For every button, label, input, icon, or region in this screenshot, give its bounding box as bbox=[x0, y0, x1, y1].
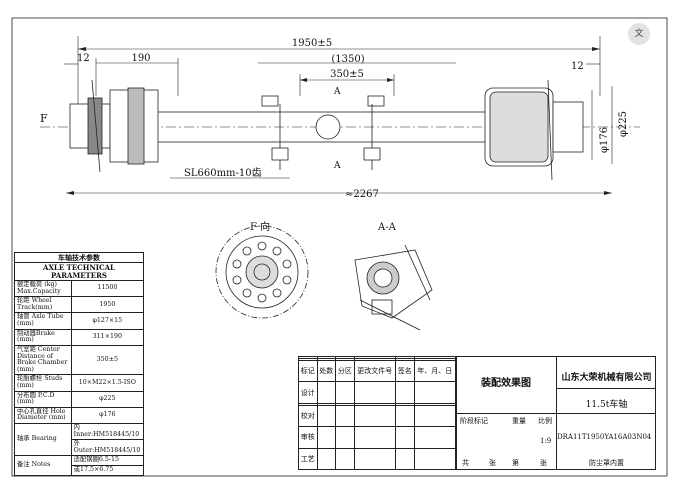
spec-value: φ176 bbox=[70, 406, 145, 425]
spec-title-cn: 车轴技术参数 bbox=[14, 251, 144, 264]
spec-row: 气室距 Center Distance of Brake Chamber (mm… bbox=[14, 344, 145, 376]
rev-header: 更改文件号 bbox=[353, 359, 397, 383]
dimension-labels: 1950±5 190 12 (1350) 350±5 12 SL660mm-10… bbox=[40, 38, 629, 233]
spec-row: 轮胎螺栓 Studs (mm)10×M22×1.5-ISO bbox=[14, 374, 145, 392]
spec-label: 轮距 Wheel Track(mm) bbox=[14, 296, 72, 314]
drawing-border bbox=[11, 17, 668, 477]
product-name: 11.5t车轴 bbox=[585, 400, 628, 410]
rev-header: 分区 bbox=[335, 359, 355, 383]
translate-icon[interactable]: 文 bbox=[628, 23, 650, 45]
sheet-word: 张 bbox=[540, 459, 547, 467]
scale-value: 1:9 bbox=[540, 437, 552, 445]
page-word: 第 bbox=[512, 459, 519, 467]
aa-section bbox=[354, 244, 433, 331]
spec-value: 311×190 bbox=[70, 328, 145, 346]
sheets-unit: 张 bbox=[489, 459, 496, 467]
dim-left-edge: 12 bbox=[77, 53, 90, 64]
spec-value: 10×M22×1.5-ISO bbox=[70, 374, 145, 392]
dim-dia-176: φ176 bbox=[599, 127, 610, 153]
bearing-outer: 外 Outer:HM518445/10 bbox=[70, 439, 145, 457]
divider-horizontal bbox=[456, 413, 656, 414]
side-label: 工艺 bbox=[298, 447, 318, 470]
sheets-total: 共 bbox=[462, 459, 469, 467]
company-name: 山东大荣机械有限公司 bbox=[561, 373, 652, 383]
bearing-inner: 内 Inner:HM518445/10 bbox=[70, 422, 145, 441]
spec-value: 11500 bbox=[70, 280, 145, 298]
dimension-lines bbox=[64, 36, 613, 194]
spec-row: 中心孔直径 Hole Diameter (mm)φ176 bbox=[14, 406, 145, 425]
f-view bbox=[215, 225, 309, 319]
spec-value: φ127×15 bbox=[70, 312, 145, 330]
spec-label: 轴管 Axle Tube (mm) bbox=[14, 312, 72, 330]
dim-right-edge: 12 bbox=[571, 61, 584, 72]
dim-chamber-center: 350±5 bbox=[330, 69, 364, 80]
revision-grid: 标记 处数 分区 更改文件号 签名 年、月、日 设计 校对 审核 工艺 bbox=[298, 356, 457, 470]
bearing-label: 轴承 Bearing bbox=[14, 422, 72, 457]
spec-value: φ225 bbox=[70, 390, 145, 408]
dim-left-offset: 190 bbox=[131, 53, 150, 64]
dust-cover-note: 防尘罩内置 bbox=[589, 459, 624, 467]
label-aa-view: A-A bbox=[377, 222, 397, 233]
dimension-arrows bbox=[66, 47, 612, 195]
divider-company bbox=[556, 388, 656, 389]
spec-table: 车轴技术参数 AXLE TECHNICAL PARAMETERS 额定载荷 (k… bbox=[14, 251, 145, 476]
spec-label: 制动器Brake (mm) bbox=[14, 328, 72, 346]
axle-assembly bbox=[40, 79, 640, 181]
spec-label: 分布圆 P.C.D (mm) bbox=[14, 390, 72, 408]
notes-line-1: 适配钢圈6.5-15 bbox=[70, 455, 145, 467]
drawing-name: 装配效果图 bbox=[481, 378, 531, 389]
label-side-f: F bbox=[40, 112, 48, 125]
spec-row: 分布圆 P.C.D (mm)φ225 bbox=[14, 390, 145, 408]
rev-header: 处数 bbox=[316, 359, 337, 383]
spec-row: 轮距 Wheel Track(mm)1950 bbox=[14, 296, 145, 314]
stage-label: 阶段标记 bbox=[460, 417, 488, 425]
spec-value: 1950 bbox=[70, 296, 145, 314]
rev-header: 签名 bbox=[395, 359, 415, 383]
dim-dia-225: φ225 bbox=[618, 111, 629, 137]
spec-value: 350±5 bbox=[70, 344, 145, 376]
dim-overall-length: ≈2267 bbox=[345, 189, 379, 200]
side-label: 审核 bbox=[298, 426, 318, 449]
dim-inner-span: (1350) bbox=[331, 54, 364, 65]
spec-label: 轮胎螺栓 Studs (mm) bbox=[14, 374, 72, 392]
notes-line-2: 或17.5×6.75 bbox=[70, 465, 145, 476]
label-f-view: F 向 bbox=[250, 220, 270, 233]
spec-label: 气室距 Center Distance of Brake Chamber (mm… bbox=[14, 344, 72, 376]
side-label: 设计 bbox=[298, 381, 318, 404]
weight-label: 重量 bbox=[512, 417, 526, 425]
dim-total-span: 1950±5 bbox=[292, 38, 332, 49]
label-section-a-top: A bbox=[333, 87, 341, 97]
spec-row: 轴管 Axle Tube (mm)φ127×15 bbox=[14, 312, 145, 330]
spec-label: 中心孔直径 Hole Diameter (mm) bbox=[14, 406, 72, 425]
drawing-code: DRA11T1950YA16A03N04 bbox=[557, 433, 652, 441]
rev-header: 标记 bbox=[298, 359, 318, 383]
notes-label: 备注 Notes bbox=[14, 455, 72, 476]
side-label: 校对 bbox=[298, 404, 318, 428]
scale-label: 比例 bbox=[538, 417, 552, 425]
bolt-holes bbox=[232, 241, 292, 303]
rev-header: 年、月、日 bbox=[413, 359, 457, 383]
spec-label: 额定载荷 (kg) Max.Capacity bbox=[14, 280, 72, 298]
spec-row: 制动器Brake (mm)311×190 bbox=[14, 328, 145, 346]
spec-title-en: AXLE TECHNICAL PARAMETERS bbox=[14, 262, 144, 282]
label-section-a-bottom: A bbox=[333, 161, 341, 171]
dim-spline: SL660mm-10齿 bbox=[184, 167, 262, 179]
